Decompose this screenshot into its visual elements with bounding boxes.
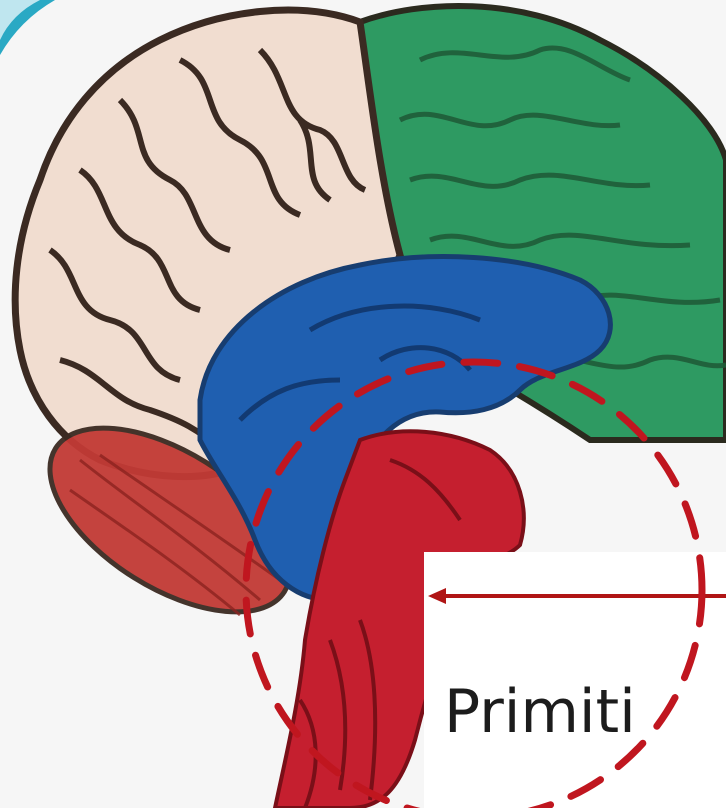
primitive-brain-label: Primiti (444, 682, 636, 742)
